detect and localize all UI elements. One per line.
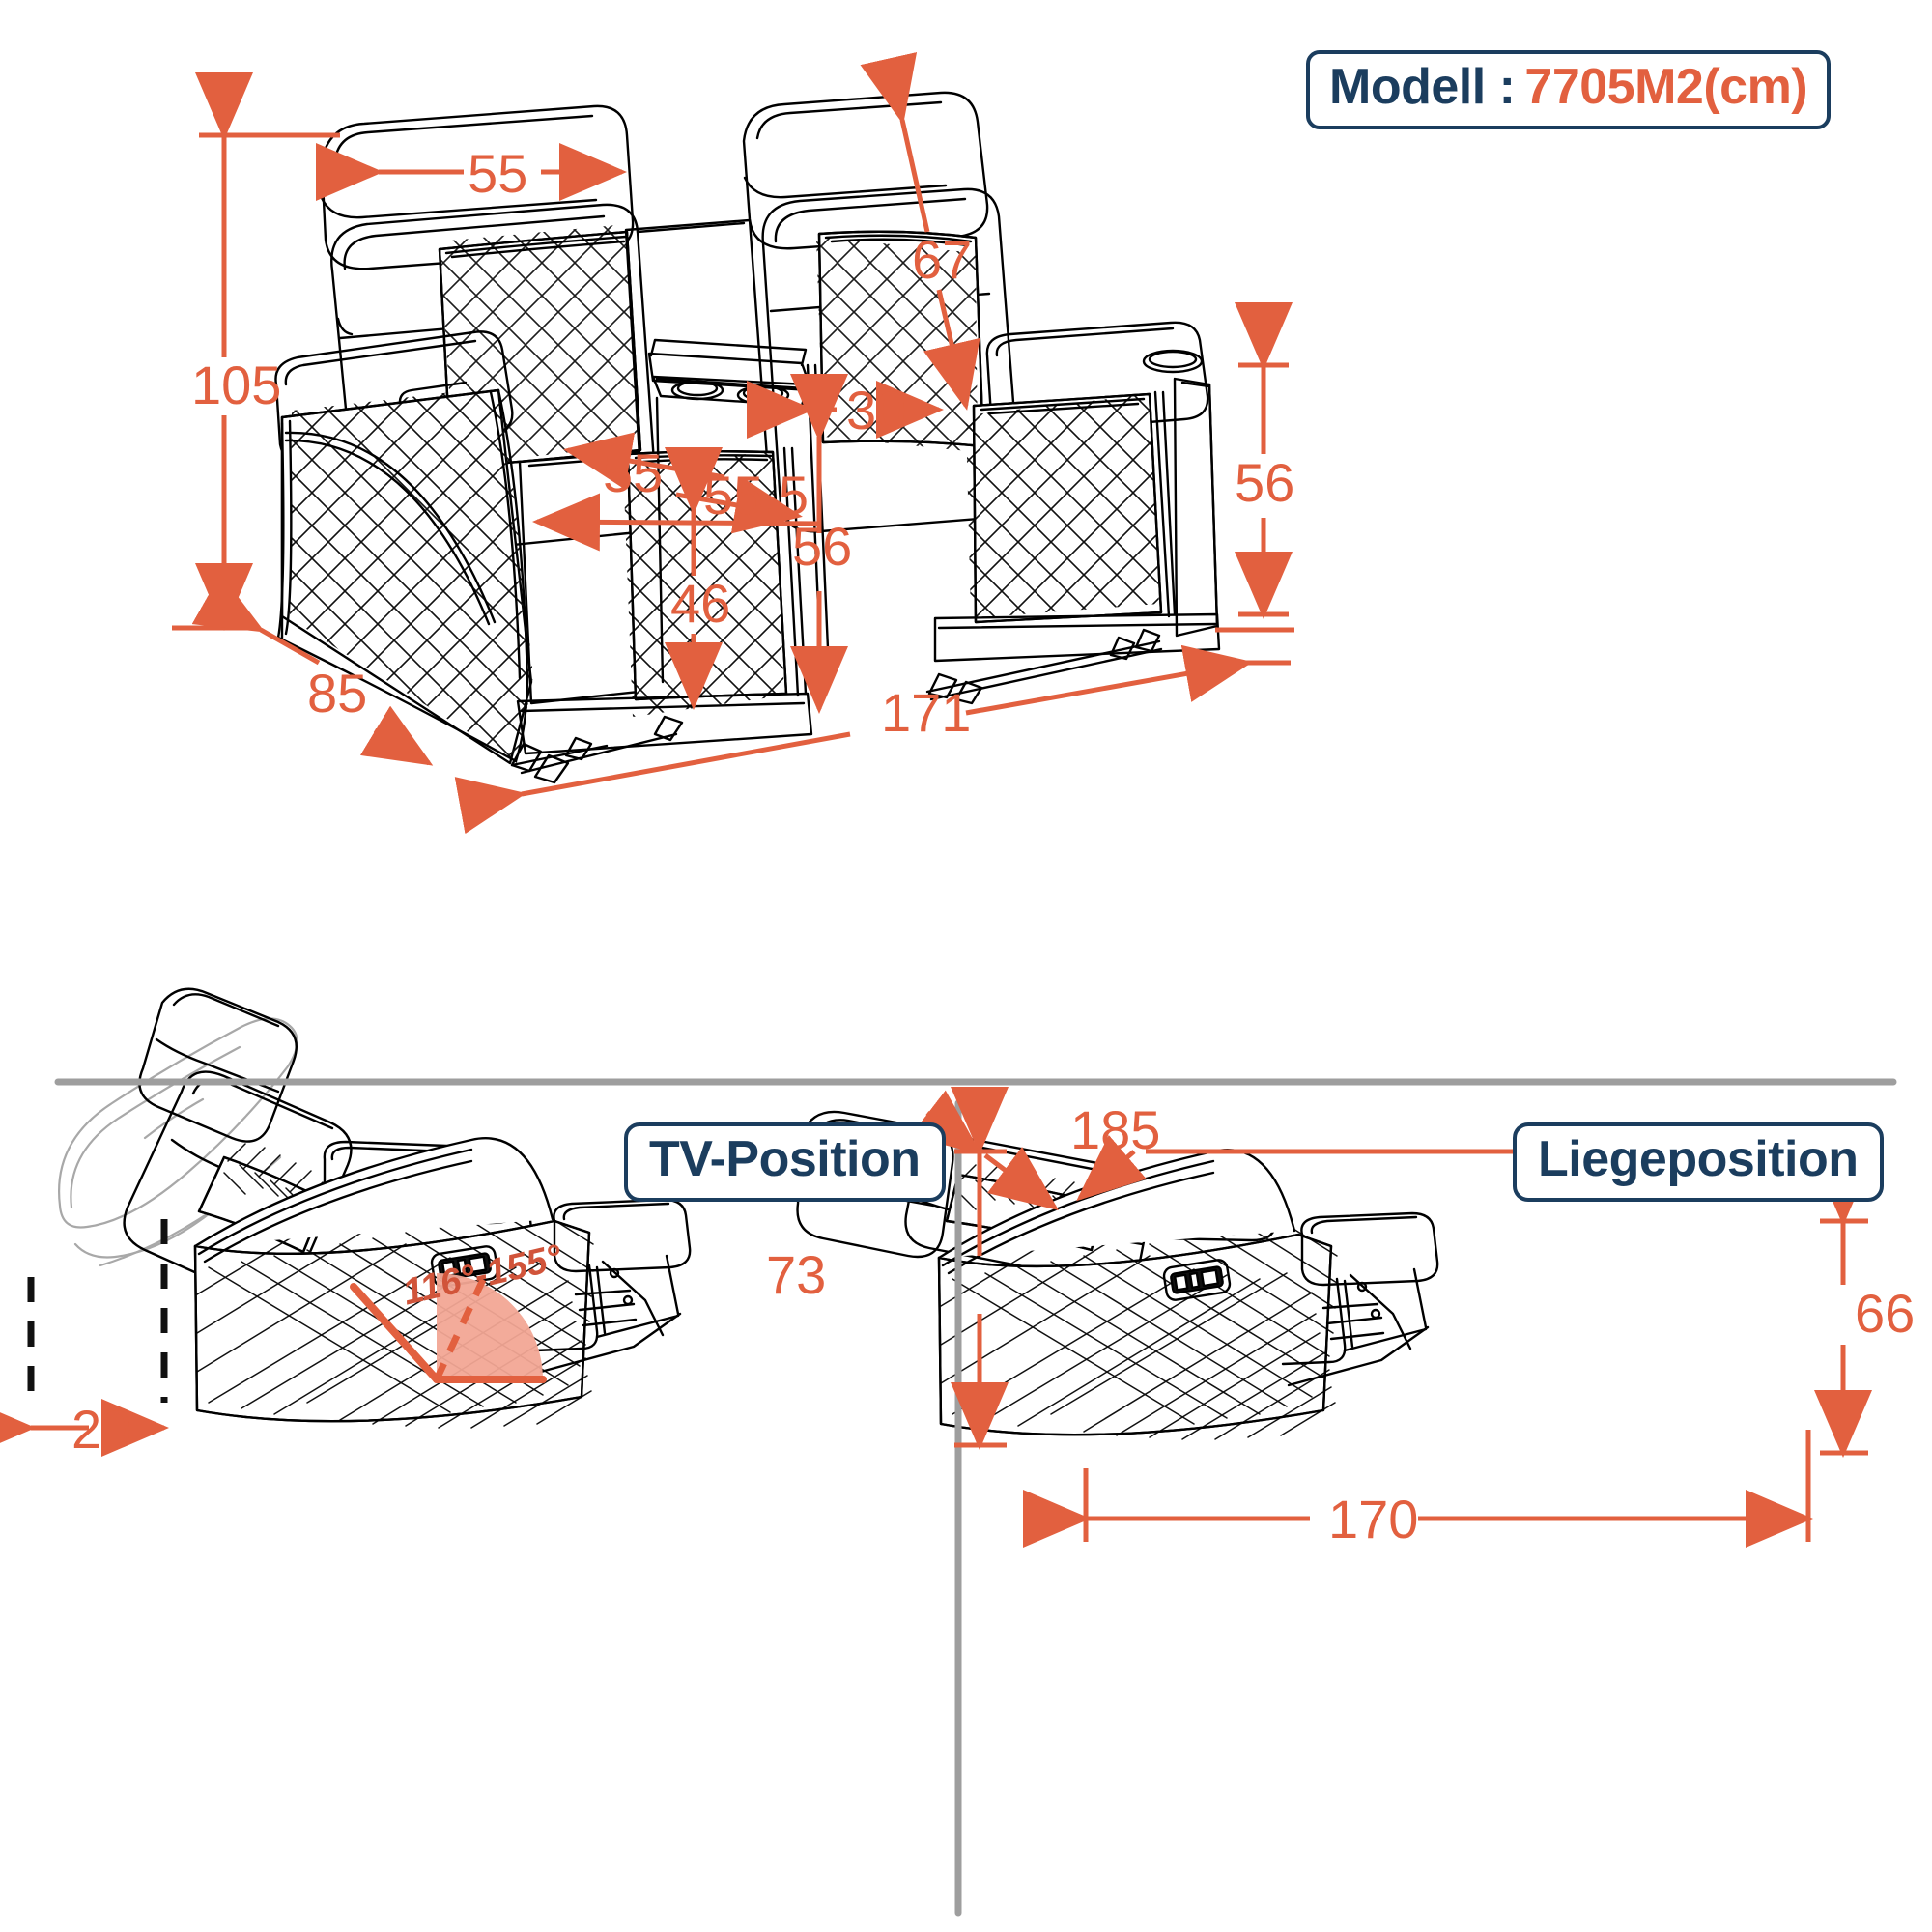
dimension-seat-depth-right: 56: [1235, 452, 1295, 513]
section-divider: [54, 1078, 1897, 1917]
dimension-total-height: 105: [191, 355, 282, 415]
model-label: Modell :: [1329, 59, 1516, 115]
dimension-backrest-height: 67: [912, 229, 973, 290]
tv-position-badge: TV-Position: [624, 1122, 946, 1202]
dimension-extended-length: 170: [1328, 1489, 1419, 1549]
model-value: 7705M2(cm): [1524, 59, 1808, 115]
dimension-headrest-width: 55: [468, 143, 528, 204]
recline-angle-indicator: [350, 1269, 547, 1383]
dimension-seat-height: 46: [670, 573, 731, 634]
dimension-seat-width: 55: [603, 442, 664, 503]
dimension-armrest-height: 56: [792, 516, 853, 577]
model-badge: Modell : 7705M2(cm): [1306, 50, 1832, 129]
dimension-height-reclined: 73: [766, 1244, 827, 1305]
clearance-guides: [27, 1219, 168, 1403]
dimension-total-depth: 85: [307, 663, 368, 724]
liegeposition-badge: Liegeposition: [1513, 1122, 1884, 1202]
dimension-extended-length-diagonal: 185: [1070, 1099, 1161, 1160]
dimension-seat-width-inner: 55.5: [703, 465, 809, 526]
tv-position-label: TV-Position: [649, 1131, 921, 1187]
dimension-console-width: 30: [846, 380, 907, 440]
dimension-footrest-height: 66: [1855, 1283, 1916, 1344]
liegeposition-label: Liegeposition: [1538, 1131, 1859, 1187]
dimension-wall-clearance: 20: [71, 1399, 132, 1460]
dimension-total-width: 171: [881, 682, 972, 743]
